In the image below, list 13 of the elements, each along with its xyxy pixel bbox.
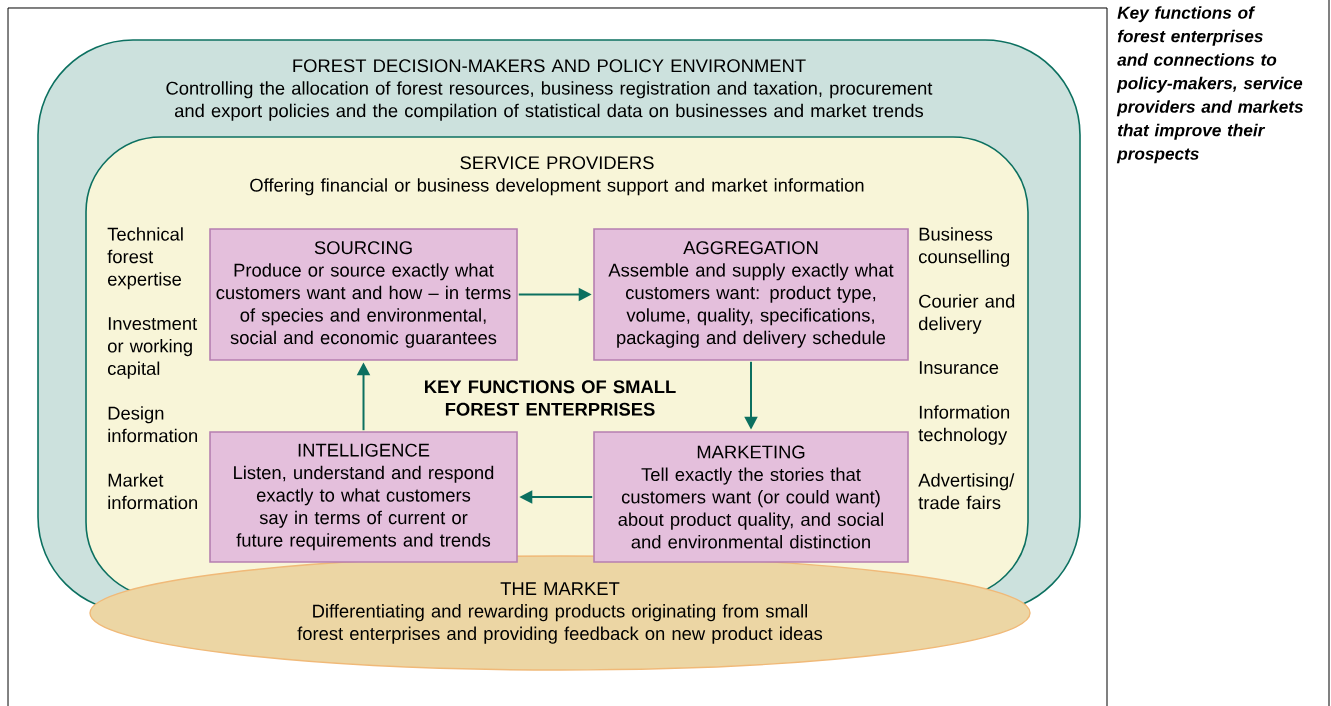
side-label: Market information bbox=[108, 473, 197, 510]
side-label: Advertising/ trade fairs bbox=[918, 473, 1015, 510]
side-label: Insurance bbox=[919, 361, 999, 375]
function-box: MARKETING Tell exactly the stories that customers want (or could want) about product quality, and social and environmental distinction bbox=[593, 431, 909, 563]
caption-text: Key functions of forest enterprises and connections to policy-makers, service providers and markets that improve their prospects bbox=[1116, 6, 1303, 164]
function-box: AGGREGATION Assemble and supply exactly what customers want: product type, volume, quality, specifications, packaging and delivery schedule bbox=[593, 228, 909, 361]
function-box: SOURCING Produce or source exactly what customers want and how – in terms of species and environmental, social and economic guarantees bbox=[209, 228, 518, 361]
side-label: Design information bbox=[108, 406, 197, 443]
side-label: Information technology bbox=[918, 405, 1010, 445]
function-box: INTELLIGENCE Listen, understand and respond exactly to what customers say in terms of current or future requirements and trends bbox=[209, 431, 518, 563]
side-label: Technical forest expertise bbox=[107, 227, 183, 290]
center-title: KEY FUNCTIONS OF SMALL FOREST ENTERPRISES bbox=[425, 380, 676, 416]
side-label: Investment or working capital bbox=[108, 317, 198, 379]
